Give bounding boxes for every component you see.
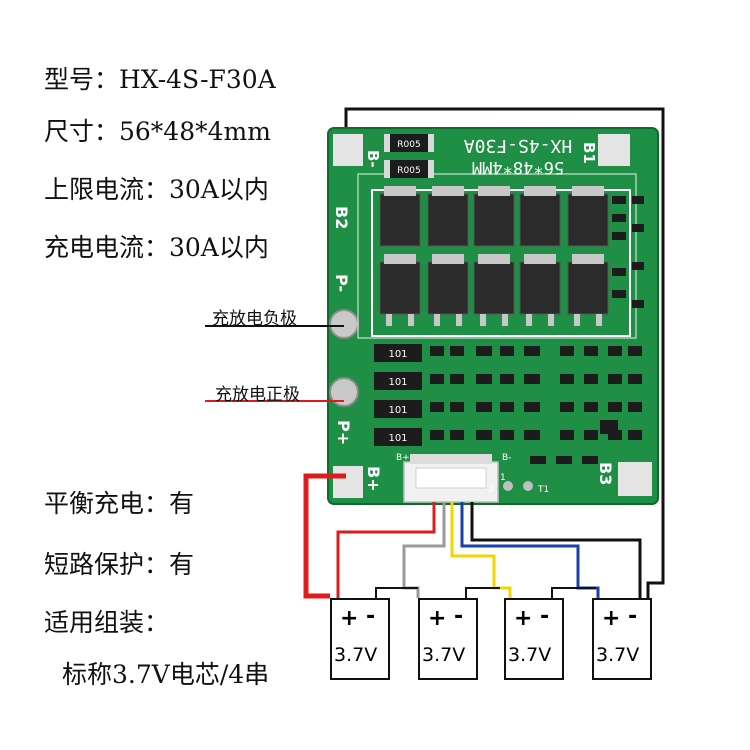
- svg-text:B-: B-: [502, 453, 511, 463]
- silk-model: HX-4S-F30A: [464, 135, 573, 156]
- wire-red: [336, 502, 436, 598]
- label-b-minus: B-: [364, 150, 382, 168]
- silk-size: 56*48*4MM: [472, 157, 564, 177]
- svg-text:T1: T1: [537, 485, 549, 495]
- battery-cell: + - 3.7V: [330, 598, 390, 680]
- svg-text:2: 2: [488, 485, 494, 495]
- spec-limit-current: 上限电流：30A以内: [44, 175, 269, 204]
- svg-text:101: 101: [388, 377, 407, 388]
- battery-cell: + - 3.7V: [592, 598, 652, 680]
- mosfet-row-bottom: [379, 261, 609, 315]
- spec-charge-current: 充电电流：30A以内: [44, 233, 269, 262]
- mosfet-row-top: [379, 193, 609, 247]
- battery-cell: + - 3.7V: [418, 598, 478, 680]
- label-b-plus: B+: [364, 466, 383, 492]
- svg-text:B+: B+: [396, 453, 410, 463]
- spec-short-protect: 短路保护：有: [44, 550, 195, 579]
- label-b2: B2: [332, 206, 351, 229]
- black-wire: [344, 107, 665, 598]
- svg-text:101: 101: [388, 349, 407, 360]
- wire-red-main: [303, 473, 346, 599]
- series-links: [375, 587, 596, 598]
- resistor-r005-a: R005: [384, 134, 434, 152]
- spec-nominal: 标称3.7V电芯/4串: [62, 660, 270, 689]
- wire-blue: [460, 502, 600, 598]
- wire-gray: [402, 502, 446, 598]
- label-p-plus: P+: [334, 420, 353, 445]
- pad-b3: [618, 462, 652, 496]
- svg-text:101: 101: [388, 433, 407, 444]
- pcb-board: R005 R005 56*48*4MM HX-4S-F30A 101 101: [327, 127, 659, 505]
- label-b3: B3: [596, 462, 615, 485]
- spec-applicable: 适用组装：: [44, 608, 170, 637]
- label-p-minus: P-: [332, 274, 351, 292]
- svg-text:R005: R005: [397, 166, 420, 176]
- battery-cell: + - 3.7V: [504, 598, 564, 680]
- resistor-r005-b: R005: [384, 160, 434, 178]
- smd-components: [430, 196, 644, 464]
- spec-balance: 平衡充电：有: [44, 489, 195, 518]
- svg-text:R005: R005: [397, 140, 420, 150]
- svg-text:101: 101: [388, 405, 407, 416]
- balance-wires: [303, 473, 642, 599]
- spec-model: 型号：HX-4S-F30A: [44, 65, 276, 94]
- hole-p-plus: [329, 377, 359, 407]
- spec-size: 尺寸：56*48*4mm: [44, 117, 271, 146]
- hole-p-minus: [329, 309, 359, 339]
- svg-text:1: 1: [500, 473, 506, 483]
- pad-b1: [598, 134, 630, 166]
- label-charge-positive: 充放电正极: [215, 385, 300, 405]
- pad-b-plus: [333, 466, 363, 498]
- pad-b-minus: [333, 134, 363, 166]
- wire-yellow: [450, 502, 512, 598]
- balance-connector: B+ B- 1 2: [396, 453, 511, 503]
- label-b1: B1: [580, 142, 598, 164]
- label-charge-negative: 充放电负极: [212, 309, 297, 329]
- balance-resistor-rows: 101 101 101 101: [374, 344, 422, 446]
- wire-black-balance: [470, 502, 642, 598]
